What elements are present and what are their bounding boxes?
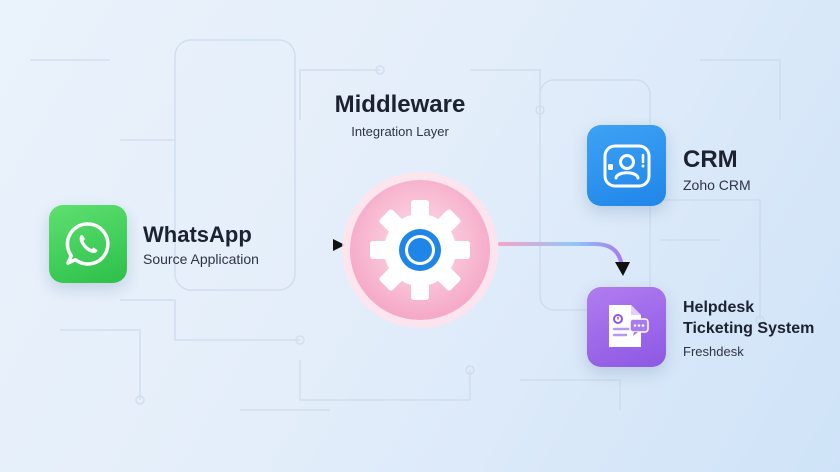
contact-card-icon: [603, 144, 650, 187]
helpdesk-tile[interactable]: [587, 287, 666, 367]
middleware-to-helpdesk-arrow: [498, 242, 630, 276]
crm-tile[interactable]: [587, 125, 666, 206]
whatsapp-subtitle: Source Application: [143, 251, 259, 267]
helpdesk-title-line2: Ticketing System: [683, 320, 815, 337]
gear-icon: [342, 172, 498, 328]
crm-title: CRM: [683, 146, 738, 173]
helpdesk-title-line1: Helpdesk: [683, 299, 755, 316]
whatsapp-tile[interactable]: [49, 205, 127, 283]
whatsapp-icon: [65, 222, 110, 266]
whatsapp-to-middleware-arrow: [260, 239, 345, 251]
crm-subtitle: Zoho CRM: [683, 177, 751, 193]
middleware-hub[interactable]: [340, 170, 500, 330]
middleware-subtitle: Integration Layer: [351, 124, 449, 139]
middleware-title: Middleware: [334, 91, 466, 118]
whatsapp-title: WhatsApp: [143, 222, 252, 247]
ticket-chat-icon: [608, 305, 649, 347]
helpdesk-subtitle: Freshdesk: [683, 344, 744, 359]
